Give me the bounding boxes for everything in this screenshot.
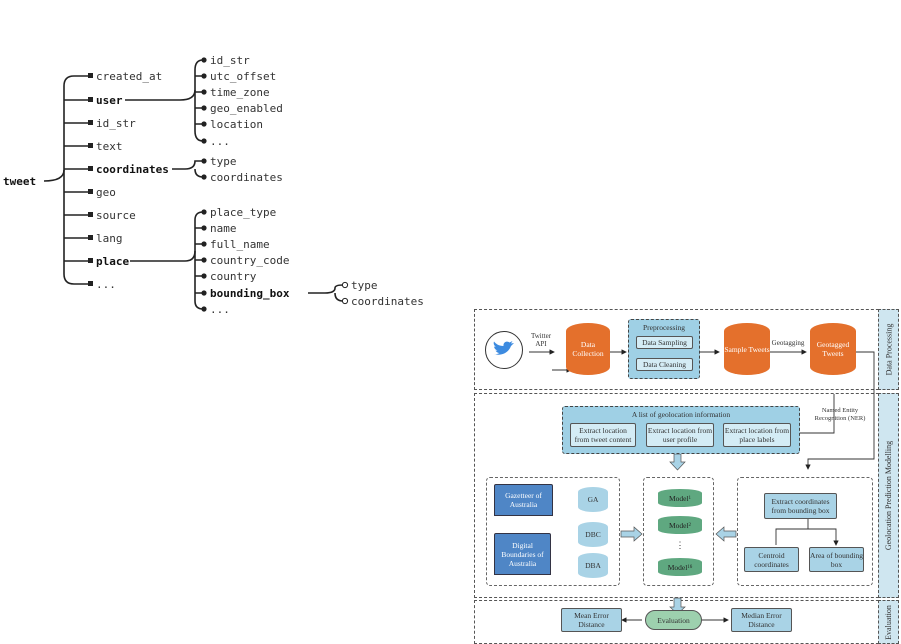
tree-node: created_at — [96, 70, 162, 83]
tree-node: user — [96, 94, 123, 107]
geolocation-flowchart: Data Processing Geolocation Prediction M… — [474, 309, 899, 644]
gazetteer-document: Gazetteer of Australia — [494, 484, 553, 516]
tree-node: coordinates — [210, 171, 283, 184]
section-label: Geolocation Prediction Modelling — [878, 393, 899, 598]
tree-node: time_zone — [210, 86, 270, 99]
centroid-coordinates-box: Centroid coordinates — [744, 547, 799, 572]
bounding-box-group — [737, 477, 873, 586]
tree-node: coordinates — [351, 295, 424, 308]
models-ellipsis: ⋮ — [675, 540, 685, 550]
tree-node: id_str — [210, 54, 250, 67]
data-collection-db: Data Collection — [566, 323, 610, 375]
geotagged-tweets-db: Geotagged Tweets — [810, 323, 856, 375]
section-label: Data Processing — [878, 309, 899, 390]
digital-boundaries-document: Digital Boundaries of Australia — [494, 533, 551, 575]
tree-node: geo_enabled — [210, 102, 283, 115]
area-bounding-box: Area of bounding box — [809, 547, 864, 572]
tree-node: type — [210, 155, 237, 168]
tree-node: coordinates — [96, 163, 169, 176]
tree-node: source — [96, 209, 136, 222]
tree-node: country — [210, 270, 257, 283]
extract-tweet-content-box: Extract location from tweet content — [570, 423, 636, 447]
tree-node: place_type — [210, 206, 276, 219]
preprocessing-title: Preprocessing — [642, 323, 686, 332]
median-error-distance-box: Median Error Distance — [731, 608, 792, 632]
tree-node: ... — [210, 303, 230, 316]
tree-node: ... — [96, 278, 116, 291]
tree-node: geo — [96, 186, 116, 199]
sample-tweets-db: Sample Tweets — [724, 323, 770, 375]
dba-db: DBA — [578, 553, 608, 578]
twitter-api-label: Twitter API — [530, 332, 552, 348]
extract-coordinates-box: Extract coordinates from bounding box — [764, 493, 837, 519]
extract-place-labels-box: Extract location from place labels — [723, 423, 791, 447]
twitter-bird-icon — [485, 331, 523, 369]
data-sampling-box: Data Sampling — [636, 336, 693, 349]
data-cleaning-box: Data Cleaning — [636, 358, 693, 371]
tree-node: ... — [210, 135, 230, 148]
tweet-json-tree: tweet created_at user id_str text coordi… — [3, 54, 424, 316]
tree-node: type — [351, 279, 378, 292]
tree-node: location — [210, 118, 263, 131]
tree-node: place — [96, 255, 129, 268]
evaluation-node: Evaluation — [645, 610, 702, 630]
ga-db: GA — [578, 487, 608, 512]
tree-node: lang — [96, 232, 123, 245]
mean-error-distance-box: Mean Error Distance — [561, 608, 622, 632]
tree-root: tweet — [3, 175, 36, 188]
geolocation-list-title: A list of geolocation information — [631, 410, 731, 419]
extract-user-profile-box: Extract location from user profile — [646, 423, 714, 447]
ner-label: Named Entity Recognition (NER) — [814, 407, 866, 422]
tree-node: id_str — [96, 117, 136, 130]
tree-node: name — [210, 222, 237, 235]
tree-node: bounding_box — [210, 287, 290, 300]
tree-node: country_code — [210, 254, 289, 267]
tree-node: text — [96, 140, 123, 153]
dbc-db: DBC — [578, 522, 608, 547]
geotagging-label: Geotagging — [771, 339, 805, 347]
tree-node: full_name — [210, 238, 270, 251]
models-group — [643, 477, 714, 586]
gazetteer-group — [486, 477, 620, 586]
tree-node: utc_offset — [210, 70, 276, 83]
